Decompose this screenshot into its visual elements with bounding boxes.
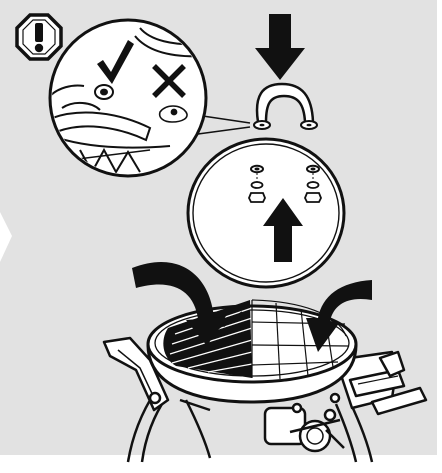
checkmark-icon — [97, 40, 134, 84]
screw-and-washer-up-arrow — [263, 198, 303, 262]
grill-stand — [102, 336, 428, 463]
lid-screws — [248, 164, 322, 203]
lid-close-curved-arrow-left — [132, 261, 226, 346]
lid-handle — [253, 82, 318, 130]
grill-lid — [186, 137, 346, 289]
next-step-tab — [0, 212, 12, 262]
detail-callout — [48, 18, 208, 178]
exclamation-octagon-icon — [15, 13, 63, 61]
handle-press-down-arrow — [255, 14, 305, 80]
cross-icon — [152, 64, 186, 98]
lid-close-curved-arrow-right — [306, 280, 372, 352]
